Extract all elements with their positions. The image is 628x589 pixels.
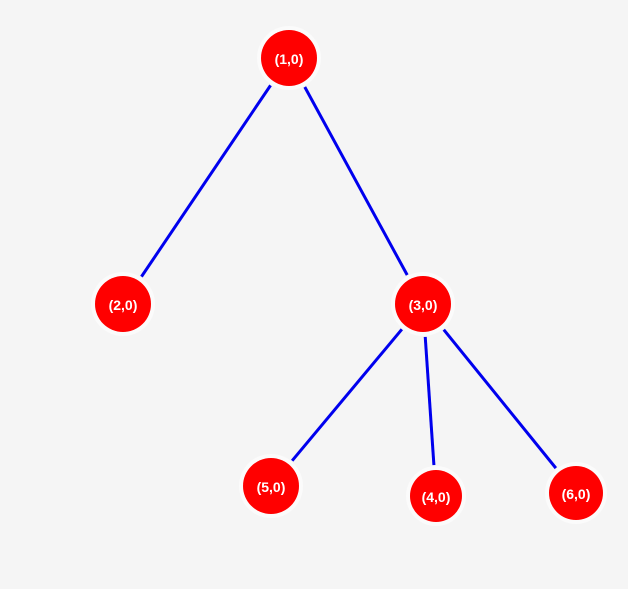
graph-node[interactable]: (4,0) [406, 466, 466, 526]
graph-node[interactable]: (2,0) [91, 272, 155, 336]
graph-node[interactable]: (3,0) [391, 272, 455, 336]
node-circle[interactable] [243, 458, 299, 514]
node-circle[interactable] [261, 30, 317, 86]
node-label: (1,0) [275, 51, 304, 67]
graph-edge [423, 336, 436, 466]
node-circle[interactable] [549, 466, 603, 520]
node-layer: (1,0) (2,0) (3,0) (5,0) (4,0) (6,0) [91, 26, 607, 526]
node-circle[interactable] [410, 470, 462, 522]
graph-node[interactable]: (1,0) [257, 26, 321, 90]
graph-edge [442, 328, 558, 470]
node-label: (3,0) [409, 297, 438, 313]
graph-node[interactable]: (5,0) [239, 454, 303, 518]
graph-edge [140, 84, 272, 278]
node-circle[interactable] [95, 276, 151, 332]
node-label: (5,0) [257, 479, 286, 495]
graph-node[interactable]: (6,0) [545, 462, 607, 524]
node-circle[interactable] [395, 276, 451, 332]
graph-edge [303, 86, 409, 276]
node-label: (4,0) [422, 489, 451, 505]
node-label: (6,0) [562, 486, 591, 502]
edge-layer [140, 84, 558, 470]
graph-edge [290, 328, 404, 462]
node-label: (2,0) [109, 297, 138, 313]
